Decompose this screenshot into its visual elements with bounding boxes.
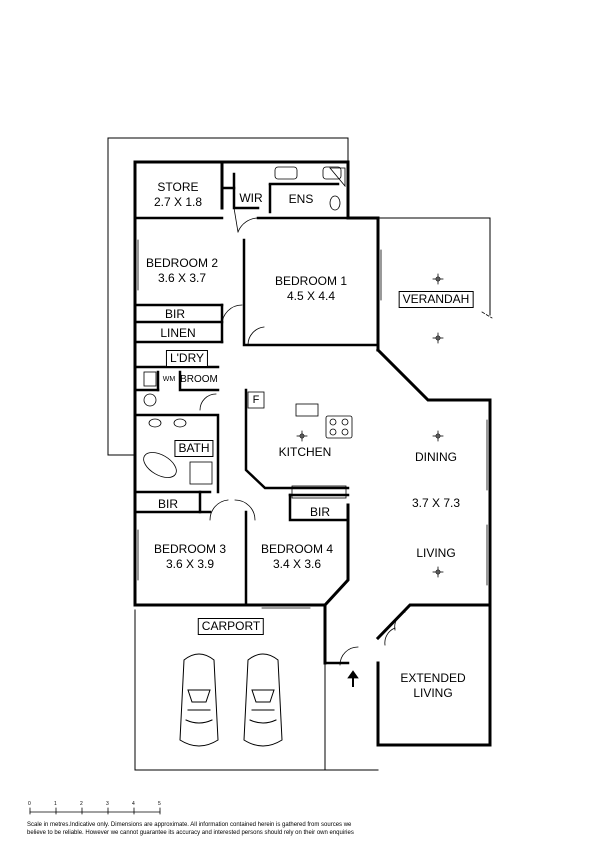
scale-tick: 1	[54, 801, 57, 807]
scale-tick: 4	[132, 801, 135, 807]
disclaimer-line1: Scale in metres.Indicative only. Dimensi…	[27, 822, 352, 828]
kitchen-label: KITCHEN	[278, 445, 332, 459]
bedroom4-dims: 3.4 X 3.6	[272, 557, 322, 571]
windows	[134, 239, 491, 609]
scale-tick: 2	[80, 801, 83, 807]
scale-tick: 0	[28, 801, 31, 807]
linen-label: LINEN	[160, 326, 196, 340]
car-icon	[179, 653, 219, 747]
bedroom3-label: BEDROOM 3 3.6 X 3.9	[154, 542, 226, 572]
scale-tick: 3	[106, 801, 109, 807]
carport-label: CARPORT	[197, 618, 265, 635]
laundry-label: L'DRY	[165, 350, 209, 367]
dining-label: DINING	[415, 450, 457, 464]
store-name: STORE	[157, 180, 199, 194]
door-swings	[199, 207, 406, 666]
verandah-label: VERANDAH	[398, 291, 474, 308]
bedroom2-dims: 3.6 X 3.7	[157, 271, 207, 285]
fridge-label: F	[252, 394, 260, 406]
scale-tick: 5	[158, 801, 161, 807]
disclaimer: Scale in metres.Indicative only. Dimensi…	[27, 822, 427, 837]
bedroom4-label: BEDROOM 4 3.4 X 3.6	[261, 542, 333, 572]
bedroom1-label: BEDROOM 1 4.5 X 4.4	[275, 274, 347, 304]
store-label: STORE 2.7 X 1.8	[154, 180, 202, 210]
fixtures	[143, 166, 359, 687]
disclaimer-line2: believe to be reliable. However we canno…	[27, 829, 354, 836]
bedroom3-name: BEDROOM 3	[153, 542, 227, 556]
car-icon	[243, 653, 283, 747]
bir-bed4-label: BIR	[309, 505, 331, 519]
bedroom1-dims: 4.5 X 4.4	[286, 289, 336, 303]
dining-living-dims: 3.7 X 7.3	[411, 496, 461, 510]
broom-label: BROOM	[180, 374, 218, 385]
bedroom3-dims: 3.6 X 3.9	[165, 557, 215, 571]
bedroom2-label: BEDROOM 2 3.6 X 3.7	[146, 256, 218, 286]
extended-living-label: EXTENDED LIVING	[400, 671, 465, 701]
bir-bed2-label: BIR	[164, 307, 186, 321]
verandah-edge	[481, 311, 493, 319]
wm-label: WM	[162, 376, 176, 383]
living-label: LIVING	[416, 546, 456, 560]
extended-living-name2: LIVING	[413, 686, 453, 700]
bedroom2-name: BEDROOM 2	[145, 256, 219, 270]
store-dims: 2.7 X 1.8	[153, 195, 203, 209]
bir-bed3-label: BIR	[157, 497, 179, 511]
bedroom4-name: BEDROOM 4	[260, 542, 334, 556]
interior-walls	[133, 172, 380, 665]
scale-bar	[29, 807, 161, 815]
wir-label: WIR	[239, 191, 263, 205]
light-fittings	[296, 273, 444, 578]
bath-label: BATH	[174, 440, 214, 457]
ens-label: ENS	[288, 192, 314, 206]
bedroom1-name: BEDROOM 1	[274, 274, 348, 288]
extended-living-name: EXTENDED	[400, 671, 466, 685]
